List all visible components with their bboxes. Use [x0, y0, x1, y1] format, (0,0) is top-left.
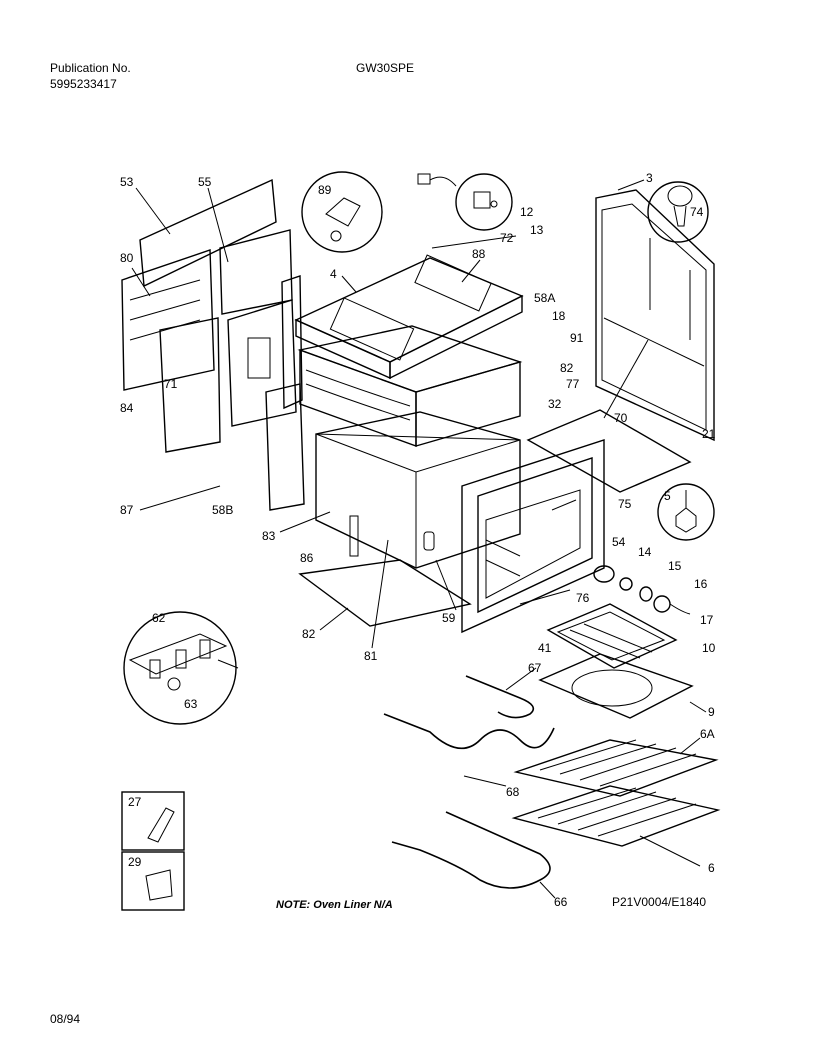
oven-racks-drawing — [511, 739, 721, 847]
lamp-parts-drawing — [593, 565, 691, 615]
part-label: 15 — [668, 559, 682, 573]
terminal-block-detail — [123, 611, 239, 725]
part-number-labels: 53 55 89 12 72 13 3 74 80 4 88 58A 18 91… — [120, 171, 716, 909]
part-label: 27 — [128, 795, 142, 809]
part-label: 89 — [318, 183, 332, 197]
part-label: 29 — [128, 855, 142, 869]
leader-lines — [131, 179, 707, 899]
part-label: 62 — [152, 611, 166, 625]
part-label: 80 — [120, 251, 134, 265]
part-label: 4 — [330, 267, 337, 281]
part-label: 76 — [576, 591, 590, 605]
part-label: 59 — [442, 611, 456, 625]
part-label: 5 — [664, 489, 671, 503]
bracket-boxes — [121, 791, 185, 911]
part-label: 71 — [164, 377, 178, 391]
part-label: 63 — [184, 697, 198, 711]
part-label: 84 — [120, 401, 134, 415]
broiler-pan-drawing — [538, 603, 694, 719]
part-label: 81 — [364, 649, 378, 663]
part-label: 86 — [300, 551, 314, 565]
part-label: 9 — [708, 705, 715, 719]
part-label: 75 — [618, 497, 632, 511]
part-label: 12 — [520, 205, 534, 219]
part-label: 41 — [538, 641, 552, 655]
part-label: 82 — [560, 361, 574, 375]
part-label: 6A — [700, 727, 715, 741]
part-label: 72 — [500, 231, 514, 245]
oven-door-drawing — [461, 439, 605, 634]
part-label: 54 — [612, 535, 626, 549]
part-label: 70 — [614, 411, 628, 425]
part-label: 58B — [212, 503, 233, 517]
part-label: 77 — [566, 377, 580, 391]
part-label: 3 — [646, 171, 653, 185]
part-label: 6 — [708, 861, 715, 875]
part-label: 58A — [534, 291, 555, 305]
footer-date: 08/94 — [50, 1012, 81, 1026]
rear-panel-drawing — [121, 178, 303, 453]
model-number: GW30SPE — [356, 61, 415, 75]
part-label: 55 — [198, 175, 212, 189]
detail-circles — [417, 173, 715, 541]
side-panel-drawing — [526, 189, 715, 493]
oven-liner-note: NOTE: Oven Liner N/A — [276, 899, 393, 911]
part-label: 14 — [638, 545, 652, 559]
cooktop-drawing — [294, 171, 524, 380]
part-label: 66 — [554, 895, 568, 909]
part-label: 18 — [552, 309, 566, 323]
part-label: 91 — [570, 331, 584, 345]
heating-elements-drawing — [383, 675, 555, 889]
publication-label: Publication No. — [50, 61, 131, 75]
part-label: 68 — [506, 785, 520, 799]
part-label: 88 — [472, 247, 486, 261]
publication-number: 5995233417 — [50, 77, 117, 91]
diagram-code: P21V0004/E1840 — [612, 895, 706, 909]
part-label: 53 — [120, 175, 134, 189]
part-label: 82 — [302, 627, 316, 641]
part-label: 74 — [690, 205, 704, 219]
part-label: 87 — [120, 503, 134, 517]
oven-body-drawing — [265, 325, 523, 627]
part-label: 10 — [702, 641, 716, 655]
part-label: 16 — [694, 577, 708, 591]
part-label: 83 — [262, 529, 276, 543]
part-label: 32 — [548, 397, 562, 411]
part-label: 67 — [528, 661, 542, 675]
part-label: 13 — [530, 223, 544, 237]
part-label: 21 — [702, 427, 716, 441]
part-label: 17 — [700, 613, 714, 627]
